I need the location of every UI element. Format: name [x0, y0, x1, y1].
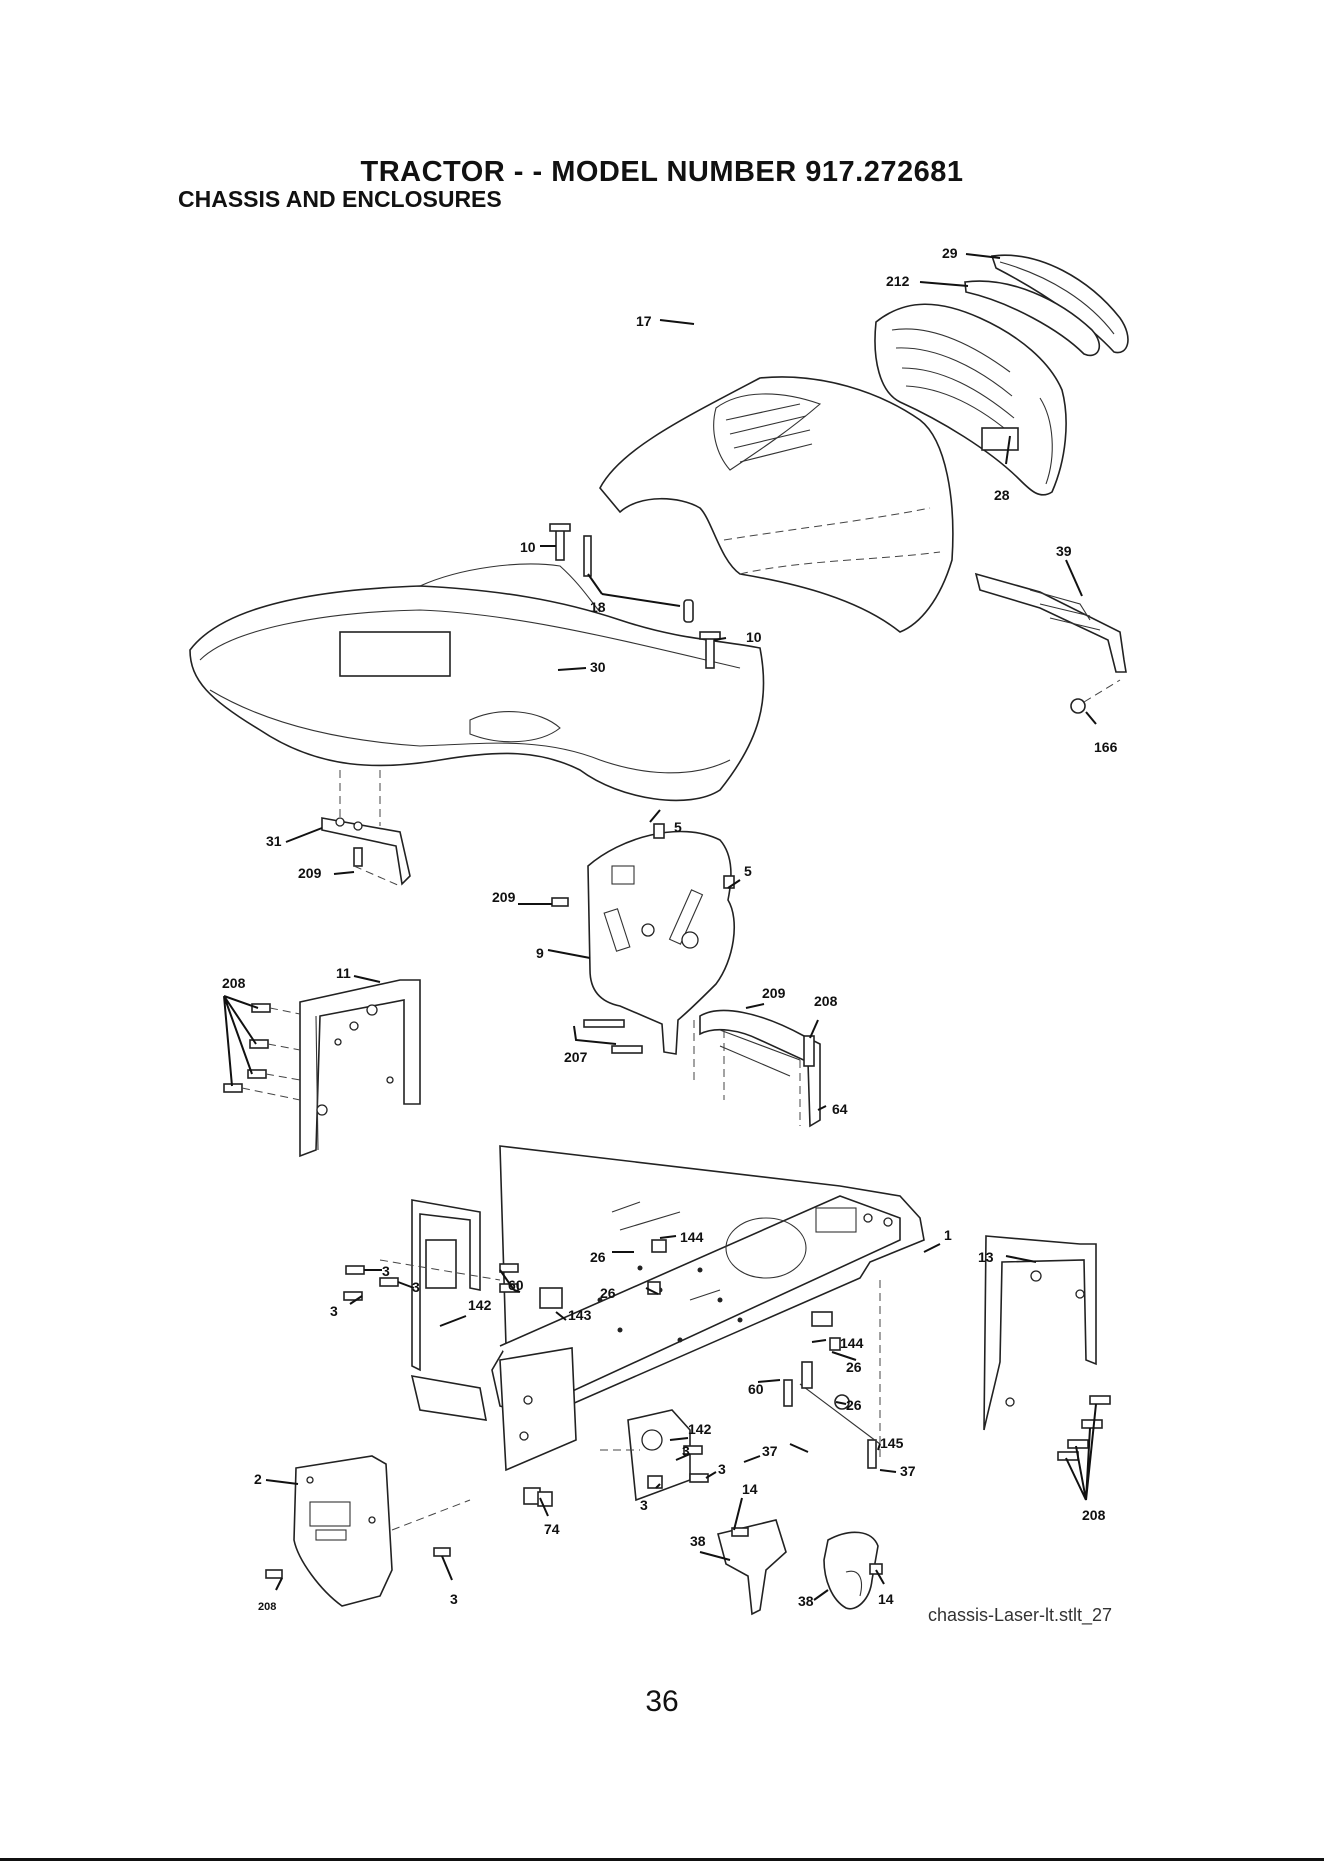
- callout-142-top: 142: [468, 1297, 492, 1313]
- callout-38-right: 38: [798, 1593, 814, 1609]
- seat-support-bracket: [322, 770, 410, 886]
- callout-18: 18: [590, 599, 606, 615]
- front-bumper: [294, 1456, 470, 1606]
- callout-13: 13: [978, 1249, 994, 1265]
- callout-142-bottom: 142: [688, 1421, 712, 1437]
- dash-support: [694, 1010, 820, 1126]
- callout-3-d: 3: [682, 1443, 690, 1459]
- callout-29: 29: [942, 245, 958, 261]
- callout-14-left: 14: [742, 1481, 758, 1497]
- callout-9: 9: [536, 945, 544, 961]
- callout-64: 64: [832, 1101, 848, 1117]
- callout-10-right: 10: [746, 629, 762, 645]
- callout-37-right: 37: [900, 1463, 916, 1479]
- callout-166: 166: [1094, 739, 1118, 755]
- callout-31: 31: [266, 833, 282, 849]
- callout-2: 2: [254, 1471, 262, 1487]
- callout-5-right: 5: [744, 863, 752, 879]
- callout-143: 143: [568, 1307, 592, 1323]
- callout-3-a: 3: [382, 1263, 390, 1279]
- callout-3-e: 3: [718, 1461, 726, 1477]
- fender-pan: [190, 564, 764, 800]
- callout-3-g: 3: [450, 1591, 458, 1607]
- callout-28: 28: [994, 487, 1010, 503]
- callout-208-bumper: 208: [258, 1601, 276, 1613]
- callout-209-bracket: 209: [298, 865, 322, 881]
- callout-3-f: 3: [640, 1497, 648, 1513]
- callout-11: 11: [336, 965, 351, 981]
- callout-5-top: 5: [674, 819, 682, 835]
- callout-212: 212: [886, 273, 910, 289]
- callout-144-top: 144: [680, 1229, 704, 1245]
- callout-26-lower: 26: [846, 1397, 862, 1413]
- figure-id: chassis-Laser-lt.stlt_27: [928, 1605, 1112, 1626]
- hood: [600, 377, 953, 632]
- callout-207: 207: [564, 1049, 588, 1065]
- bottom-rule: [0, 1858, 1324, 1861]
- callout-17: 17: [636, 313, 652, 329]
- page-number: 36: [0, 1685, 1324, 1719]
- right-side-panel: [984, 1236, 1110, 1460]
- callout-3-c: 3: [330, 1303, 338, 1319]
- callout-74: 74: [544, 1521, 560, 1537]
- callout-10-left: 10: [520, 539, 536, 555]
- callout-209-dash: 209: [492, 889, 516, 905]
- callout-60-top: 60: [508, 1277, 524, 1293]
- callout-26-bottom: 26: [846, 1359, 862, 1375]
- callout-26-mid: 26: [600, 1285, 616, 1301]
- callout-208-left: 208: [222, 975, 246, 991]
- callout-39: 39: [1056, 543, 1072, 559]
- callout-38-left: 38: [690, 1533, 706, 1549]
- callout-30: 30: [590, 659, 606, 675]
- callout-37-left: 37: [762, 1443, 778, 1459]
- callout-1: 1: [944, 1227, 952, 1243]
- callout-3-b: 3: [412, 1279, 420, 1295]
- callout-208-support: 208: [814, 993, 838, 1009]
- hood-bracket: [976, 574, 1126, 713]
- callout-144-bottom: 144: [840, 1335, 864, 1351]
- callout-209-support: 209: [762, 985, 786, 1001]
- callout-145: 145: [880, 1435, 904, 1451]
- callout-14-right: 14: [878, 1591, 894, 1607]
- callout-26-top: 26: [590, 1249, 606, 1265]
- callout-60-bottom: 60: [748, 1381, 764, 1397]
- callout-208-right: 208: [1082, 1507, 1106, 1523]
